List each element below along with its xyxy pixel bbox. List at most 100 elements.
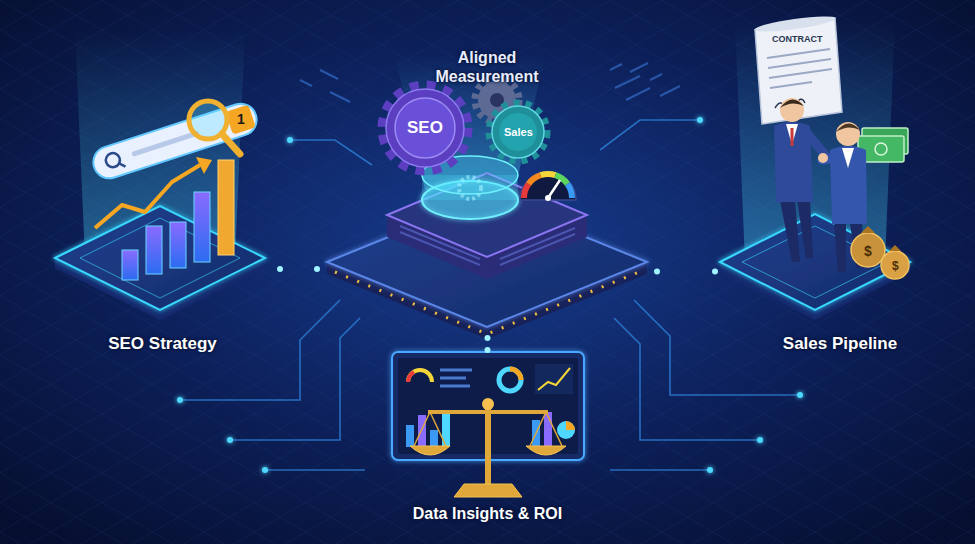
illustration-part <box>557 421 575 439</box>
illustration-part <box>524 184 529 198</box>
illustration-part <box>548 180 560 198</box>
illustration-part <box>89 100 261 183</box>
illustration-part <box>104 151 122 169</box>
connector-dot <box>314 266 320 272</box>
illustration-part <box>408 372 414 382</box>
connector-dot <box>485 347 491 353</box>
illustration-part <box>218 160 234 255</box>
circuit-connector <box>657 270 715 273</box>
illustration-part <box>791 128 794 146</box>
illustration-part <box>386 89 464 167</box>
icon-label: $ <box>864 244 872 259</box>
illustration-part <box>861 226 875 233</box>
illustration-part <box>889 245 901 251</box>
illustration-part <box>545 195 551 201</box>
illustration-part <box>89 100 261 183</box>
illustration-part <box>818 153 828 163</box>
illustration-part <box>600 120 700 150</box>
illustration-part <box>408 370 432 382</box>
illustration-part <box>485 402 491 486</box>
illustration-part <box>566 421 575 430</box>
illustration-part <box>851 233 885 267</box>
illustration-part <box>541 174 556 175</box>
illustration-part <box>418 415 426 447</box>
illustration-part <box>440 370 472 386</box>
illustration-part <box>335 272 639 334</box>
illustration-part <box>428 410 548 414</box>
illustration-part <box>146 226 162 274</box>
node-label: SEO Strategy <box>108 334 217 354</box>
connector-dot <box>277 266 283 272</box>
node-label: Aligned Measurement <box>422 48 552 86</box>
illustration-part <box>529 175 541 184</box>
illustration-part <box>610 469 710 471</box>
illustration-part <box>836 123 860 132</box>
platform-node: Data Insights & ROI <box>385 350 590 530</box>
insights-monitor <box>392 352 584 497</box>
illustration-part <box>754 13 837 34</box>
illustration-part <box>567 184 572 198</box>
icon-label: Sales <box>504 126 533 138</box>
connector-dot <box>654 269 660 275</box>
illustration-part <box>482 398 494 410</box>
illustration-part <box>806 132 826 156</box>
icon-label: $ <box>892 260 899 273</box>
illustration-part <box>610 63 680 100</box>
illustration-part <box>290 140 372 165</box>
icon-label: 1 <box>237 112 245 127</box>
illustration-part <box>459 177 481 199</box>
illustration-part <box>875 143 887 155</box>
central-chip <box>327 55 647 339</box>
illustration-part <box>780 200 813 262</box>
illustration-part <box>80 218 240 298</box>
illustration-part <box>499 369 521 391</box>
illustration-part <box>614 318 760 440</box>
platform-node: Sales Pipeline <box>715 205 965 362</box>
illustration-part <box>767 49 832 88</box>
illustration-part <box>510 369 521 380</box>
illustration-part <box>492 106 544 158</box>
icon-label: CONTRACT <box>772 35 823 45</box>
illustration-part <box>395 98 455 158</box>
illustration-part <box>780 99 804 108</box>
illustration-part <box>797 392 803 398</box>
node-label: Data Insights & ROI <box>413 504 562 523</box>
seo-platform <box>55 30 265 320</box>
illustration-part <box>170 222 186 268</box>
illustration-part <box>697 117 703 123</box>
node-label: Sales Pipeline <box>783 334 897 354</box>
illustration-part <box>406 425 414 447</box>
illustration-part <box>526 446 566 455</box>
illustration-part <box>538 368 570 390</box>
illustration-part <box>499 113 537 151</box>
connector-dot <box>485 335 491 341</box>
illustration-part <box>262 467 268 473</box>
connector-dot <box>712 269 718 275</box>
illustration-part <box>430 430 438 447</box>
illustration-part <box>227 437 233 443</box>
illustration-part <box>194 192 210 262</box>
icon-label: SEO <box>407 119 443 138</box>
illustration-part <box>410 446 450 455</box>
illustration-part <box>881 251 909 279</box>
illustration-part <box>836 122 860 146</box>
illustration-part <box>119 162 125 168</box>
illustration-part <box>287 137 293 143</box>
illustration-part <box>222 134 240 154</box>
illustration-part <box>757 437 763 443</box>
illustration-part <box>755 18 842 124</box>
illustration-part <box>122 250 138 280</box>
illustration-part <box>520 172 576 200</box>
illustration-part <box>535 364 573 394</box>
illustration-part <box>786 124 798 145</box>
illustration-part <box>634 300 800 395</box>
illustration-part <box>265 469 365 471</box>
illustration-part <box>842 148 854 168</box>
illustration-part <box>177 397 183 403</box>
illustration-part <box>707 467 713 473</box>
sales-platform <box>720 13 910 320</box>
illustration-part <box>742 226 888 298</box>
platform-node: SEO Strategy <box>45 200 280 362</box>
